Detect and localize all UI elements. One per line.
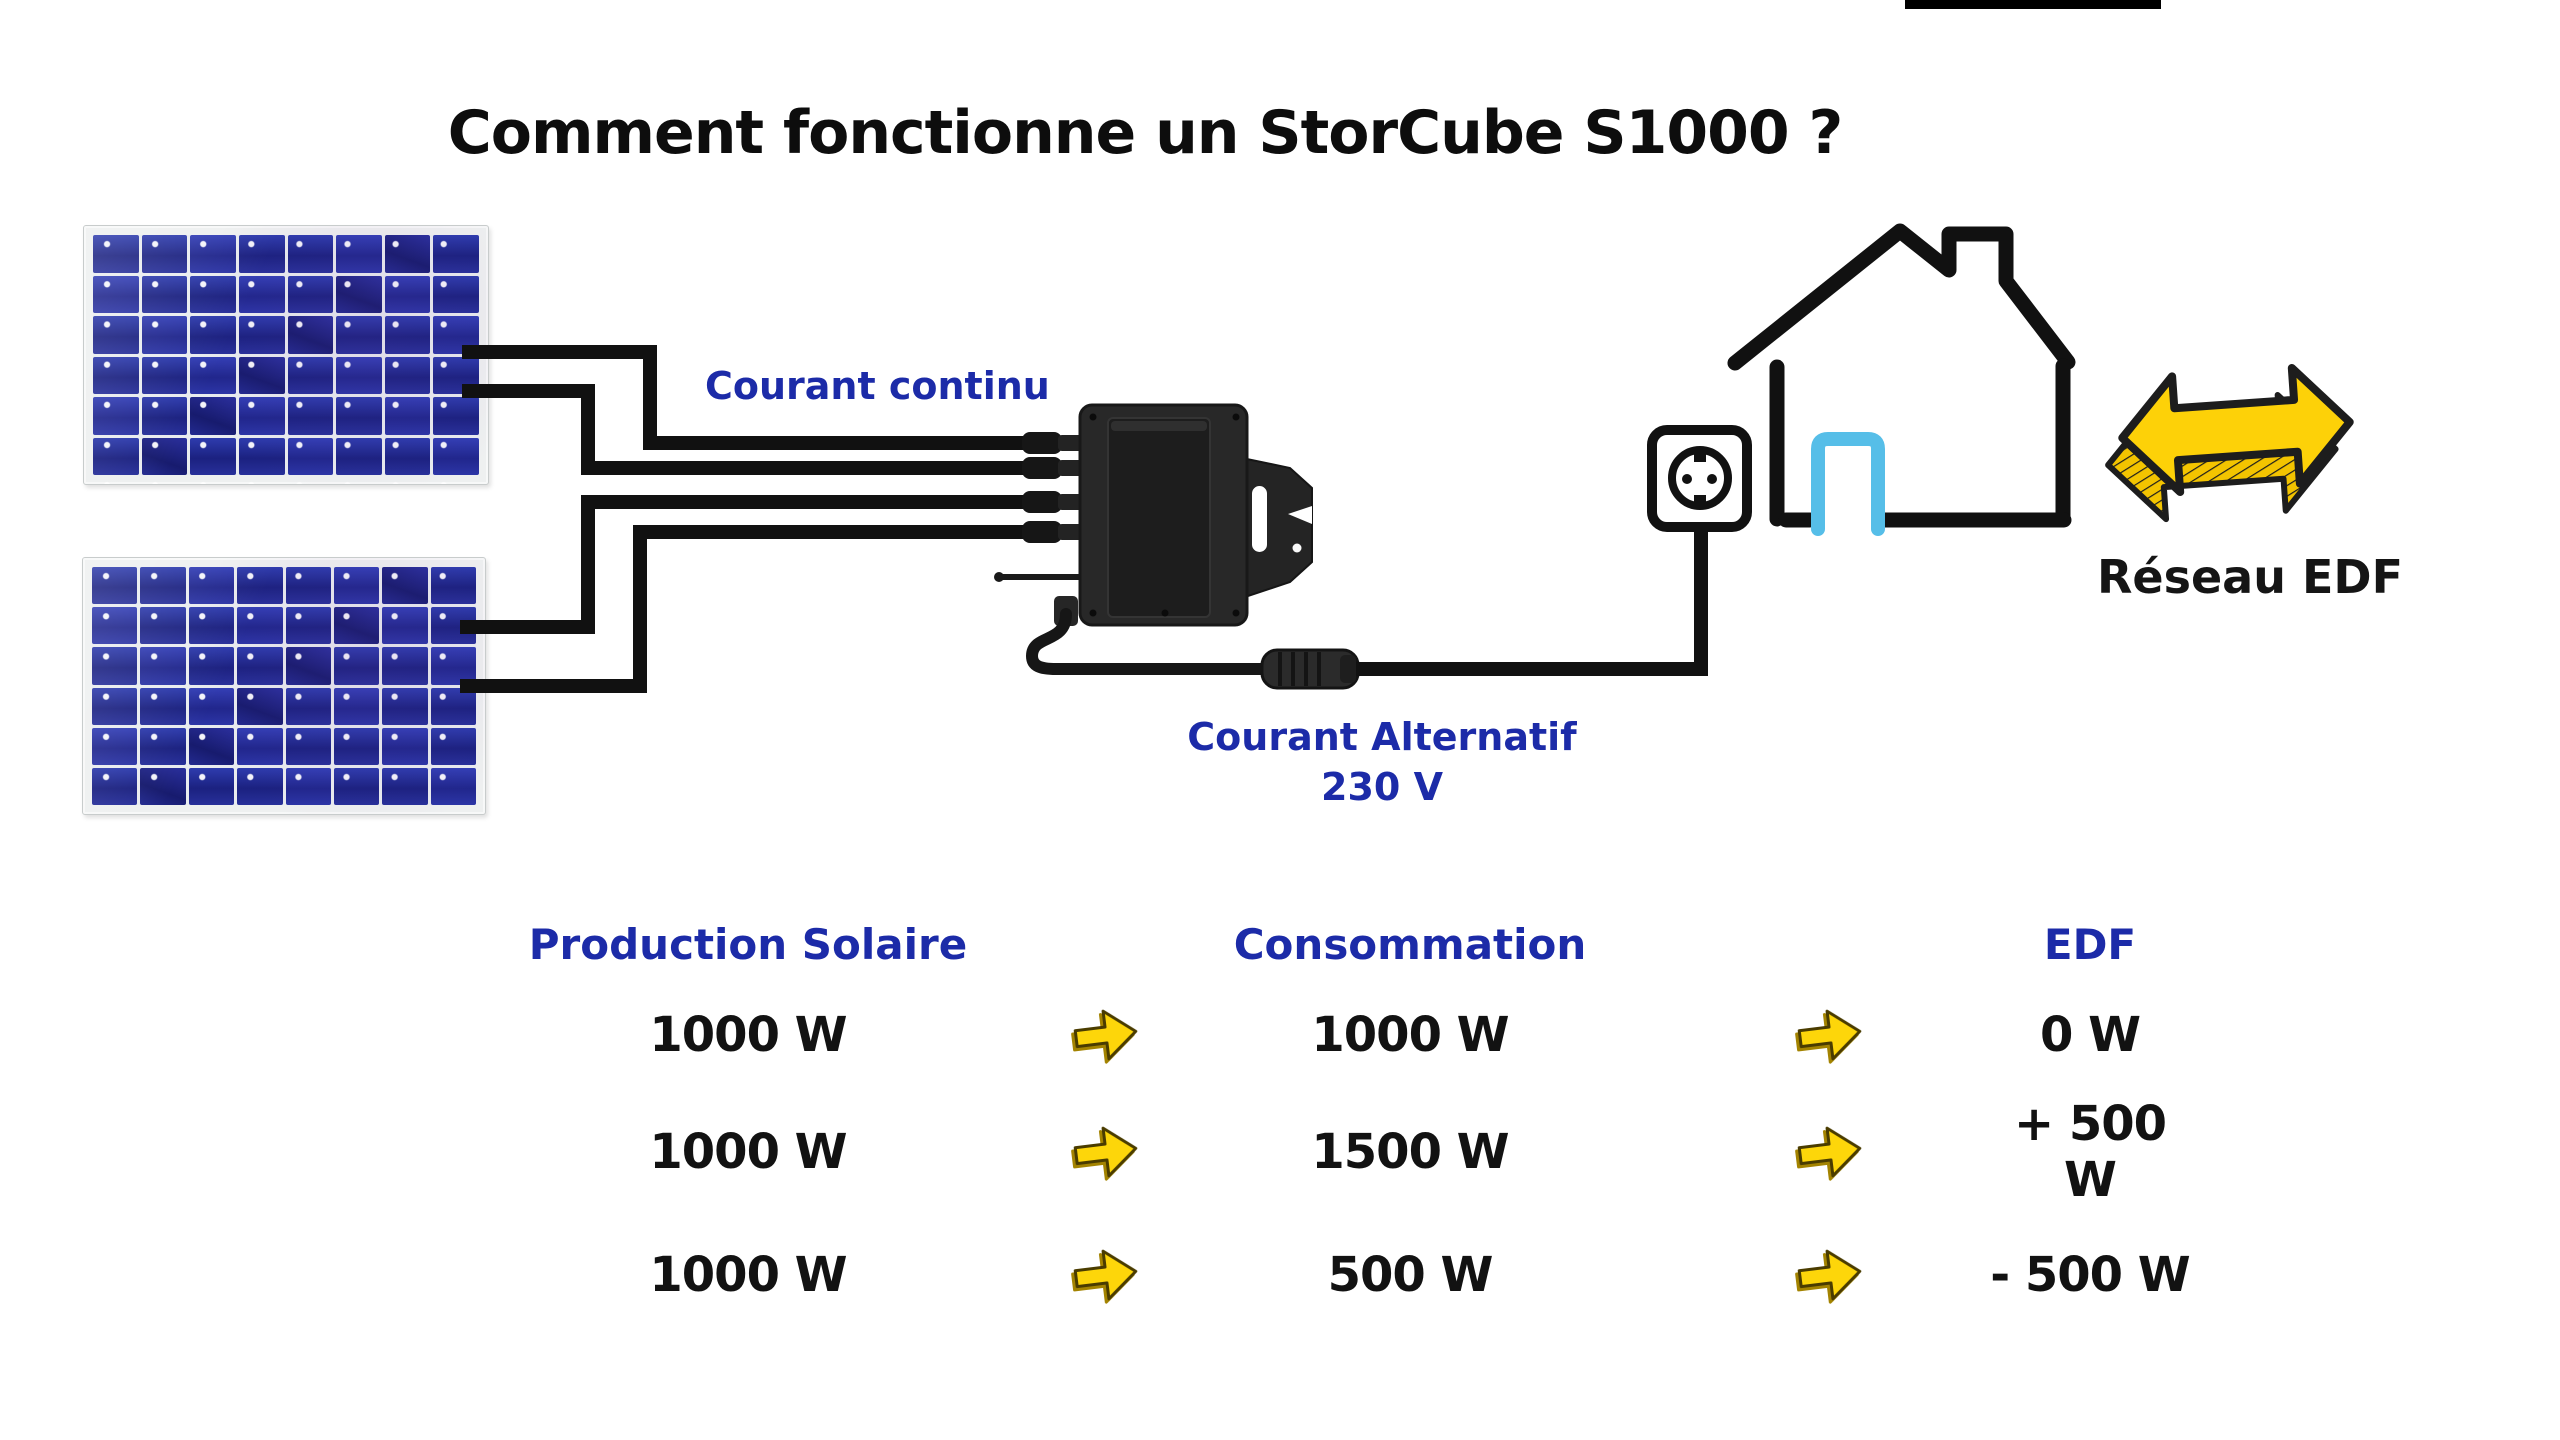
flow-arrow-cell xyxy=(1066,1003,1146,1067)
ac-connector xyxy=(1260,648,1360,690)
column-header-edf: EDF xyxy=(2043,919,2137,969)
page-title: Comment fonctionne un StorCube S1000 ? xyxy=(447,98,1844,168)
column-header-consumption: Consommation xyxy=(1233,919,1587,969)
flow-arrow-cell xyxy=(1066,1120,1146,1184)
edf-value: 0 W xyxy=(2039,1007,2141,1063)
consumption-value: 1000 W xyxy=(1311,1007,1509,1063)
consumption-value: 1500 W xyxy=(1311,1123,1509,1180)
dc-wire xyxy=(462,384,1074,475)
flow-arrow-cell xyxy=(1674,1243,1986,1307)
top-decorative-bar xyxy=(1905,0,2161,9)
right-arrow-icon xyxy=(1073,1249,1138,1300)
power-outlet-icon xyxy=(1647,425,1752,532)
micro-inverter-icon xyxy=(994,403,1360,690)
flow-arrow-cell xyxy=(1066,1243,1146,1307)
production-value: 1000 W xyxy=(649,1123,847,1180)
production-value: 1000 W xyxy=(649,1007,847,1063)
ac-current-label: Courant Alternatif 230 V xyxy=(1132,712,1632,812)
dc-wires xyxy=(460,345,1074,693)
dc-wire xyxy=(462,345,1074,450)
ac-wire xyxy=(1356,530,1708,676)
dc-connectors xyxy=(1022,432,1062,543)
right-arrow-icon xyxy=(1073,1009,1138,1061)
dc-wire xyxy=(460,495,1074,634)
door-icon xyxy=(1811,432,1885,536)
right-arrow-icon xyxy=(1797,1009,1862,1061)
column-header-production: Production Solaire xyxy=(528,919,968,969)
ac-voltage-label: 230 V xyxy=(1321,765,1443,809)
double-arrow-icon xyxy=(2105,363,2354,523)
right-arrow-icon xyxy=(1797,1126,1862,1177)
consumption-value: 500 W xyxy=(1327,1246,1494,1303)
flow-arrow-cell xyxy=(1674,1003,1986,1067)
right-arrow-icon xyxy=(1797,1249,1862,1300)
power-flow-table: Production Solaire Consommation EDF 1000… xyxy=(430,908,2194,1336)
edf-grid-label: Réseau EDF xyxy=(2096,550,2404,604)
edf-value: - 500 W xyxy=(1990,1246,2190,1303)
edf-value: + 500 W xyxy=(2013,1095,2167,1208)
ac-current-label-line1: Courant Alternatif xyxy=(1187,715,1577,759)
production-value: 1000 W xyxy=(649,1246,847,1303)
dc-wire xyxy=(460,525,1074,693)
dc-current-label: Courant continu xyxy=(705,364,1050,408)
flow-arrow-cell xyxy=(1674,1120,1986,1184)
house-icon xyxy=(1727,223,2076,528)
right-arrow-icon xyxy=(1073,1126,1138,1177)
